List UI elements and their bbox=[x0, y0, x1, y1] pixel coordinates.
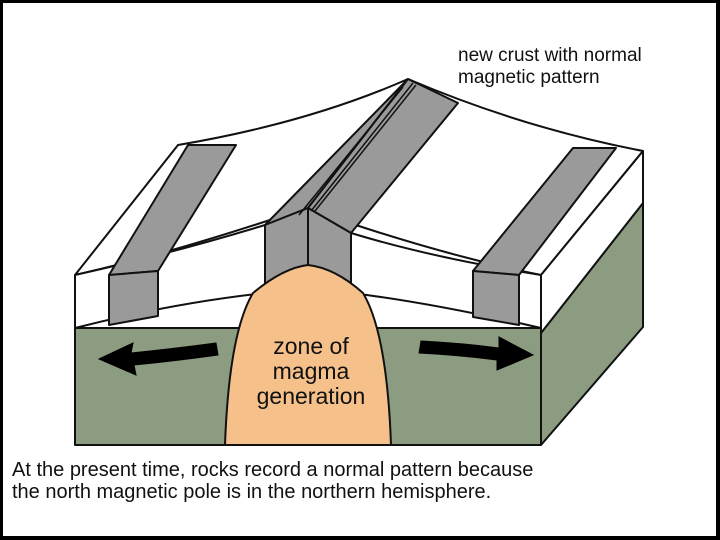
ridge-crack-line-2 bbox=[310, 82, 414, 212]
new-crust-label-line-1: new crust with normal bbox=[458, 45, 642, 66]
magma-label-line-1: zone of bbox=[273, 333, 349, 359]
magma-zone-label: zone of magma generation bbox=[231, 334, 391, 409]
magma-label-line-2: magma bbox=[272, 358, 350, 384]
magma-label-line-3: generation bbox=[256, 383, 366, 409]
magma-zone bbox=[224, 264, 392, 446]
ridge-crack-line-3 bbox=[314, 84, 417, 212]
arrow-right-icon bbox=[418, 336, 535, 371]
caption-line-2: the north magnetic pole is in the northe… bbox=[12, 481, 492, 503]
seafloor-spreading-diagram bbox=[74, 78, 644, 446]
diagram-frame: new crust with normal magnetic pattern z… bbox=[3, 3, 716, 536]
normal-stripe-right-front bbox=[472, 270, 520, 326]
normal-stripe-left-front bbox=[108, 270, 159, 326]
new-crust-label-line-2: magnetic pattern bbox=[458, 67, 600, 88]
diagram-caption: At the present time, rocks record a norm… bbox=[12, 459, 533, 503]
ridge-crack-line-1 bbox=[298, 86, 404, 216]
new-crust-label: new crust with normal magnetic pattern bbox=[458, 45, 642, 89]
caption-line-1: At the present time, rocks record a norm… bbox=[12, 459, 534, 481]
arrow-left-icon bbox=[97, 342, 219, 376]
